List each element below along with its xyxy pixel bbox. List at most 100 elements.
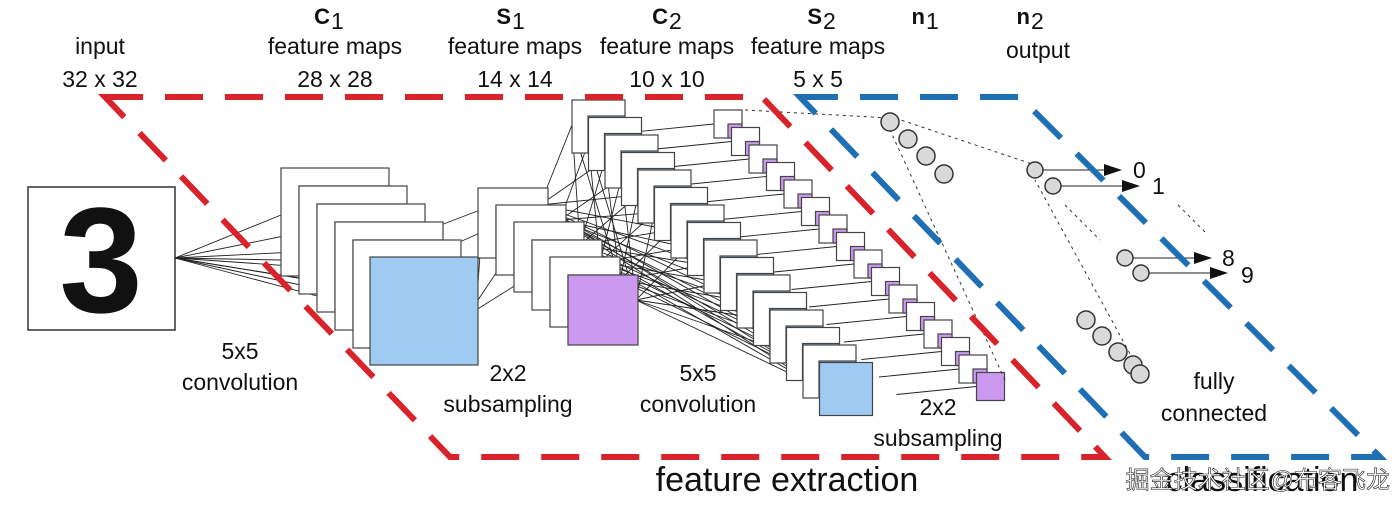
header-input: input 32 x 32 — [62, 33, 137, 92]
c2-to-s2-line — [773, 263, 855, 273]
n1-neuron — [1092, 326, 1112, 346]
c1-feature-maps — [280, 167, 479, 366]
c2-subscript: 2 — [669, 8, 682, 34]
n1-neuron — [934, 164, 954, 184]
c2-to-s2-line — [896, 386, 977, 395]
conv1-name: convolution — [182, 369, 298, 395]
s1-name: S — [496, 4, 511, 29]
classification-boundary — [792, 94, 1388, 460]
input-to-c1-line — [174, 232, 300, 259]
c2-feature-map — [818, 361, 874, 417]
c2-to-s2-line — [878, 368, 960, 378]
n1-neuron — [916, 146, 936, 166]
n2-title: output — [1006, 37, 1071, 63]
input-to-c1-line — [174, 257, 318, 297]
output-label-first: 0 — [1133, 157, 1146, 183]
header-s1: S 1 feature maps 14 x 14 — [448, 4, 582, 92]
header-n2: n 2 output — [1006, 4, 1071, 63]
s1-title: feature maps — [448, 33, 582, 59]
arrow-head-icon — [1104, 164, 1122, 176]
input-size: 32 x 32 — [62, 66, 137, 92]
n1-neuron — [1130, 364, 1150, 384]
dotted-line — [744, 109, 891, 119]
n1-subscript: 1 — [926, 8, 939, 34]
c2-name: C — [652, 4, 668, 29]
c2-size: 10 x 10 — [629, 66, 704, 92]
n1-neurons — [880, 112, 1150, 384]
feature-extraction-label: feature extraction — [656, 461, 919, 499]
classification-label: classification — [1166, 461, 1359, 499]
s2-subscript: 2 — [823, 8, 836, 34]
s2-size: 5 x 5 — [793, 66, 843, 92]
conv1-kernel: 5x5 — [221, 338, 258, 364]
output-label-third: 8 — [1222, 245, 1235, 271]
s2-feature-map — [975, 371, 1006, 402]
c2-to-s2-line — [808, 298, 890, 308]
n1-neuron — [898, 129, 918, 149]
c1-subscript: 1 — [331, 8, 344, 34]
c1-feature-map — [369, 256, 479, 366]
op-sub1: 2x2 subsampling — [443, 360, 572, 417]
sub1-kernel: 2x2 — [489, 360, 526, 386]
c2-to-s2-line — [721, 211, 802, 220]
c2-to-s2-line — [738, 228, 820, 238]
header-c2: C 2 feature maps 10 x 10 — [600, 4, 734, 92]
c1-title: feature maps — [268, 33, 402, 59]
fc-line1: fully — [1194, 368, 1235, 394]
header-s2: S 2 feature maps 5 x 5 — [751, 4, 885, 92]
s2-name: S — [807, 4, 822, 29]
c1-size: 28 x 28 — [297, 66, 372, 92]
c2-to-s2-line — [668, 158, 750, 168]
n1-neuron — [1076, 310, 1096, 330]
blue-dashed-region — [792, 94, 1388, 460]
s1-subscript: 1 — [512, 8, 525, 34]
arrow-head-icon — [1122, 180, 1140, 192]
dotted-line — [1034, 179, 1141, 373]
arrow-head-icon — [1194, 252, 1212, 264]
n2-outputs: 0 1 8 9 — [1026, 157, 1254, 288]
n1-neuron — [880, 112, 900, 132]
c2-to-s2-line — [843, 333, 925, 343]
output-neuron — [1044, 177, 1062, 195]
watermark: 掘金技术社区@布客飞龙 — [1126, 467, 1390, 494]
c2-to-s2-line — [791, 281, 872, 290]
n1-name: n — [912, 4, 925, 29]
sub2-kernel: 2x2 — [919, 394, 956, 420]
output-label-fourth: 9 — [1241, 262, 1254, 288]
arrow-head-icon — [1210, 267, 1228, 279]
s1-feature-maps — [477, 187, 639, 346]
s1-feature-map — [567, 274, 639, 346]
c2-to-s2-line — [826, 316, 907, 325]
conv2-name: convolution — [640, 391, 756, 417]
input-to-c1-line — [174, 257, 282, 261]
c2-to-s2-line — [651, 141, 732, 150]
sub1-name: subsampling — [443, 391, 572, 417]
c2-to-s2-line — [633, 123, 715, 133]
s2-title: feature maps — [751, 33, 885, 59]
c2-feature-maps — [571, 99, 874, 417]
n2-name: n — [1017, 4, 1030, 29]
c1-to-s1-line — [477, 269, 499, 301]
op-conv2: 5x5 convolution — [640, 360, 756, 417]
dotted-line — [1177, 204, 1206, 233]
output-neuron — [1026, 161, 1044, 179]
output-neuron — [1132, 264, 1150, 282]
header-n1: n 1 — [912, 4, 939, 34]
output-label-second: 1 — [1152, 173, 1165, 199]
input-to-c1-line — [174, 214, 282, 259]
c2-to-s2-line — [861, 351, 942, 360]
header-c1: C 1 feature maps 28 x 28 — [268, 4, 402, 92]
c2-to-s2-line — [703, 193, 785, 203]
dotted-connections — [744, 109, 1206, 381]
s1-size: 14 x 14 — [477, 66, 553, 92]
feature-extraction-boundary — [97, 94, 1113, 460]
op-conv1: 5x5 convolution — [182, 338, 298, 395]
sub2-name: subsampling — [873, 425, 1002, 451]
input-digit: 3 — [59, 176, 142, 344]
s2-feature-maps — [713, 109, 1006, 402]
input-image-frame — [27, 186, 176, 331]
input-image: 3 — [27, 176, 176, 344]
dotted-line — [1064, 204, 1101, 241]
c2-to-s2-line — [686, 176, 767, 185]
